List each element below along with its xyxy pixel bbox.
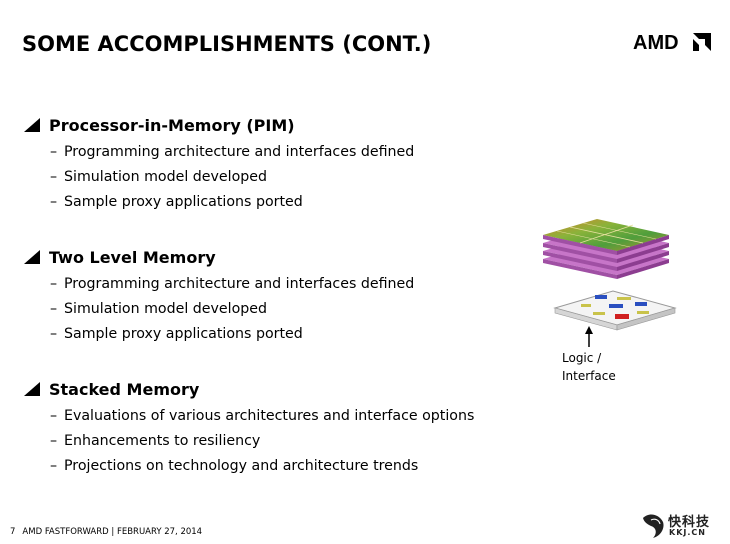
bullet-list: –Evaluations of various architectures an… <box>50 404 474 479</box>
list-item: –Programming architecture and interfaces… <box>50 140 414 165</box>
watermark-text: 快科技 <box>668 515 711 530</box>
triangle-bullet-icon <box>24 250 40 264</box>
list-item: –Enhancements to resiliency <box>50 429 474 454</box>
dash-bullet: – <box>50 276 58 292</box>
caption-line: Logic / <box>562 351 602 365</box>
list-item: –Sample proxy applications ported <box>50 322 414 347</box>
stacked-memory-diagram <box>543 219 677 347</box>
amd-arrow-icon <box>693 33 711 51</box>
list-item-text: Programming architecture and interfaces … <box>64 144 415 160</box>
list-item: –Simulation model developed <box>50 297 414 322</box>
dash-bullet: – <box>50 194 58 210</box>
kkj-bird-logo-icon <box>643 514 664 538</box>
triangle-bullet-icon <box>24 118 40 132</box>
list-item: –Sample proxy applications ported <box>50 190 414 215</box>
amd-logo: AMD <box>633 32 711 54</box>
list-item: –Projections on technology and architect… <box>50 454 474 479</box>
dash-bullet: – <box>50 144 58 160</box>
caption-line: Interface <box>562 369 616 383</box>
bullet-list: –Programming architecture and interfaces… <box>50 140 414 215</box>
list-item-text: Enhancements to resiliency <box>64 433 261 449</box>
watermark-url: KKJ.CN <box>669 528 706 537</box>
list-item-text: Simulation model developed <box>64 169 267 185</box>
section-heading: Stacked Memory <box>22 378 474 400</box>
list-item-text: Sample proxy applications ported <box>64 194 303 210</box>
list-item-text: Evaluations of various architectures and… <box>64 408 475 424</box>
dash-bullet: – <box>50 169 58 185</box>
dash-bullet: – <box>50 433 58 449</box>
dash-bullet: – <box>50 458 58 474</box>
list-item-text: Projections on technology and architectu… <box>64 458 419 474</box>
dash-bullet: – <box>50 326 58 342</box>
section-heading: Processor-in-Memory (PIM) <box>22 114 414 136</box>
list-item: –Programming architecture and interfaces… <box>50 272 414 297</box>
amd-logo-text: AMD <box>633 32 679 54</box>
section-heading-text: Processor-in-Memory (PIM) <box>49 115 295 135</box>
list-item-text: Sample proxy applications ported <box>64 326 303 342</box>
section-heading-text: Two Level Memory <box>49 247 216 267</box>
section-two-level-memory: Two Level Memory –Programming architectu… <box>22 246 414 347</box>
section-stacked-memory: Stacked Memory –Evaluations of various a… <box>22 378 474 479</box>
section-pim: Processor-in-Memory (PIM) –Programming a… <box>22 114 414 215</box>
dash-bullet: – <box>50 301 58 317</box>
section-heading-text: Stacked Memory <box>49 379 200 399</box>
list-item: –Evaluations of various architectures an… <box>50 404 474 429</box>
list-item-text: Programming architecture and interfaces … <box>64 276 415 292</box>
figure-caption: Logic / Interface <box>562 349 616 385</box>
slide-title: SOME ACCOMPLISHMENTS (CONT.) <box>22 32 432 56</box>
dram-stack <box>543 219 669 279</box>
dash-bullet: – <box>50 408 58 424</box>
logic-die <box>553 290 677 331</box>
arrow-up-icon <box>585 326 593 347</box>
list-item: –Simulation model developed <box>50 165 414 190</box>
section-heading: Two Level Memory <box>22 246 414 268</box>
list-item-text: Simulation model developed <box>64 301 267 317</box>
triangle-bullet-icon <box>24 382 40 396</box>
footer-text: AMD FASTFORWARD | FEBRUARY 27, 2014 <box>22 527 203 537</box>
page-number: 7 <box>10 527 16 537</box>
bullet-list: –Programming architecture and interfaces… <box>50 272 414 347</box>
footer: 7 AMD FASTFORWARD | FEBRUARY 27, 2014 <box>10 527 202 537</box>
